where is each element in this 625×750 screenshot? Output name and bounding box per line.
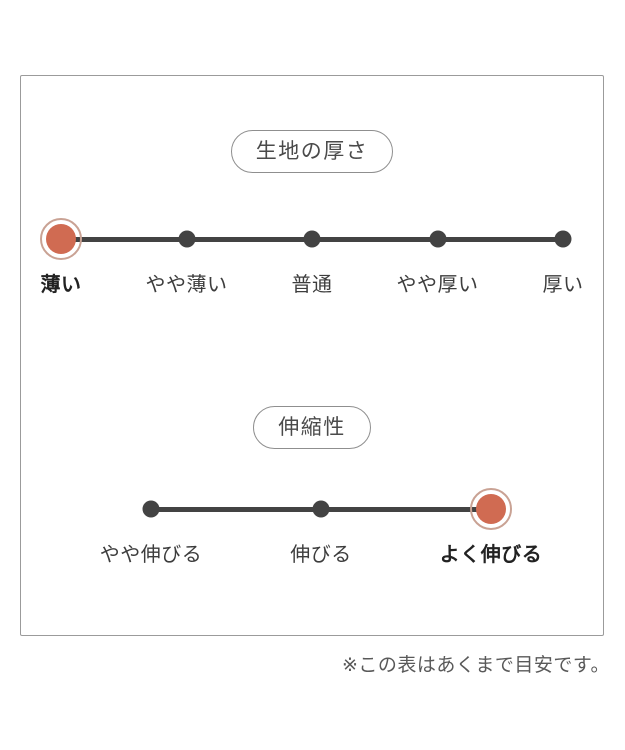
stretch-label-selected: よく伸びる (439, 544, 543, 566)
thickness-scale (46, 216, 572, 262)
thickness-dot (429, 230, 446, 248)
thickness-dot (554, 230, 572, 248)
disclaimer-note: ※この表はあくまで目安です。 (341, 655, 610, 676)
stretch-labels: やや伸びる 伸びる よく伸びる (100, 544, 542, 570)
thickness-label-selected: 薄い (40, 274, 82, 296)
stretch-label: やや伸びる (99, 544, 203, 566)
thickness-dot-selected (46, 224, 76, 254)
thickness-dot (303, 230, 321, 248)
thickness-label: やや薄い (145, 274, 228, 296)
spec-panel: 生地の厚さ 薄い やや薄い 普通 やや厚い 厚い 伸縮性 (20, 75, 604, 636)
stretch-label: 伸びる (290, 544, 352, 566)
thickness-header-row: 生地の厚さ (21, 130, 603, 174)
stretch-scale (142, 486, 506, 532)
stretch-header-row: 伸縮性 (21, 406, 603, 450)
stretch-dot-selected (476, 494, 506, 524)
thickness-dot (178, 230, 195, 248)
thickness-title-pill: 生地の厚さ (230, 130, 394, 174)
stretch-dot (312, 500, 330, 518)
thickness-label: 厚い (542, 274, 584, 296)
thickness-label: やや厚い (396, 274, 479, 296)
thickness-label: 普通 (291, 274, 333, 296)
stretch-title-pill: 伸縮性 (253, 406, 371, 450)
thickness-title: 生地の厚さ (255, 140, 369, 163)
stretch-title: 伸縮性 (278, 416, 346, 439)
stretch-dot (142, 500, 160, 518)
thickness-labels: 薄い やや薄い 普通 やや厚い 厚い (41, 274, 584, 300)
